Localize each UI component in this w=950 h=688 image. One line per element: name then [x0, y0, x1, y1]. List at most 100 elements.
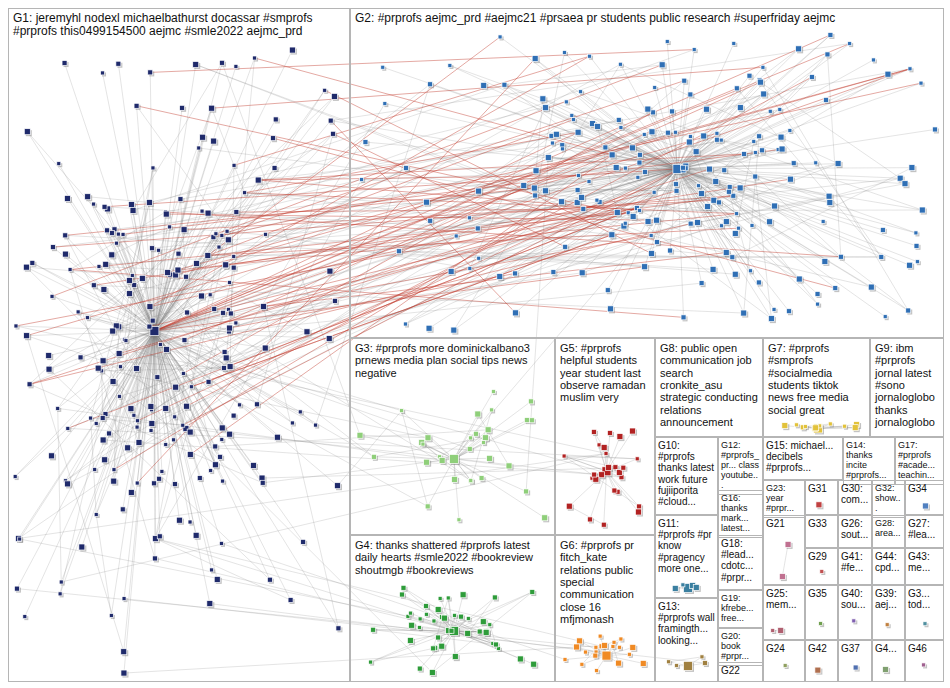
vertex-icon	[94, 421, 98, 425]
vertex-icon	[289, 47, 295, 53]
reciprocated-tie	[154, 44, 849, 331]
vertex-icon	[825, 52, 830, 57]
vertex-icon	[172, 438, 176, 442]
vertex-icon	[102, 457, 108, 463]
vertex-icon	[205, 252, 211, 258]
tie-line	[102, 331, 229, 370]
reciprocated-tie	[150, 50, 694, 73]
vertex-icon	[102, 204, 107, 209]
vertex-icon	[135, 419, 139, 423]
vertex-icon	[23, 615, 27, 619]
vertex-icon	[419, 439, 425, 445]
vertex-icon	[704, 106, 710, 112]
vertex-icon	[220, 60, 225, 65]
tie-line	[607, 431, 633, 471]
reciprocated-tie	[191, 235, 612, 387]
vertex-icon	[130, 274, 134, 278]
vertex-icon	[605, 288, 610, 293]
vertex-icon	[212, 462, 218, 468]
tie-line	[186, 429, 622, 478]
vertex-icon	[906, 308, 911, 313]
tie-line	[17, 589, 596, 648]
tie-line	[154, 234, 265, 331]
tie-line	[154, 138, 273, 331]
vertex-icon	[723, 219, 729, 225]
vertex-icon	[13, 475, 17, 479]
vertex-icon	[228, 311, 233, 316]
vertex-icon	[919, 81, 923, 85]
vertex-icon	[428, 218, 433, 223]
vertex-icon	[107, 431, 112, 436]
vertex-icon	[571, 118, 575, 122]
vertex-icon	[149, 428, 153, 432]
vertex-icon	[209, 469, 213, 473]
tie-line	[49, 331, 155, 356]
vertex-icon	[176, 251, 181, 256]
vertex-icon	[629, 145, 635, 151]
vertex-icon	[135, 425, 139, 429]
vertex-icon	[730, 255, 735, 260]
vertex-icon	[732, 271, 738, 277]
vertex-icon	[109, 613, 113, 617]
vertex-icon	[502, 82, 507, 87]
vertex-icon	[134, 103, 139, 108]
vertex-icon	[124, 339, 128, 343]
vertex-icon	[787, 176, 793, 182]
vertex-icon	[326, 336, 332, 342]
vertex-icon	[223, 262, 229, 268]
reciprocated-tie	[168, 69, 910, 273]
vertex-icon	[485, 427, 491, 433]
vertex-icon	[618, 62, 622, 66]
vertex-icon	[883, 315, 887, 319]
vertex-icon	[221, 479, 225, 483]
vertex-icon	[396, 249, 401, 254]
vertex-icon	[260, 480, 265, 485]
vertex-icon	[919, 207, 925, 213]
vertex-icon	[848, 42, 852, 46]
vertex-icon	[357, 432, 363, 438]
vertex-icon	[907, 262, 913, 268]
vertex-icon	[24, 129, 30, 135]
vertex-icon	[767, 219, 773, 225]
tie-line	[137, 106, 227, 231]
vertex-icon	[778, 134, 784, 140]
reciprocated-tie	[245, 132, 578, 192]
tie-line	[744, 136, 759, 313]
tie-line	[329, 177, 755, 339]
tie-line	[68, 331, 155, 484]
tie-line	[760, 82, 881, 257]
vertex-icon	[579, 90, 583, 94]
vertex-icon	[686, 139, 692, 145]
vertex-icon	[146, 199, 152, 205]
vertex-icon	[68, 268, 72, 272]
vertex-icon	[213, 444, 218, 449]
vertex-icon	[134, 366, 140, 372]
vertex-icon	[117, 394, 121, 398]
vertex-icon	[267, 577, 272, 582]
vertex-icon	[579, 270, 585, 276]
vertex-icon	[383, 102, 387, 106]
vertex-icon	[160, 469, 164, 473]
vertex-icon	[219, 541, 223, 545]
vertex-icon	[630, 213, 636, 219]
vertex-icon	[908, 67, 912, 71]
reciprocated-tie	[255, 58, 613, 155]
tie-line	[123, 234, 154, 331]
vertex-icon	[193, 532, 199, 538]
tie-line	[607, 471, 639, 512]
vertex-icon	[157, 476, 162, 481]
vertex-icon	[688, 221, 693, 226]
tie-line	[236, 50, 694, 213]
tie-line	[717, 140, 778, 150]
vertex-icon	[148, 70, 153, 75]
vertex-icon	[211, 138, 217, 144]
vertex-icon	[692, 48, 696, 52]
vertex-icon	[332, 298, 337, 303]
vertex-icon	[194, 261, 200, 267]
vertex-icon	[238, 403, 242, 407]
reciprocated-tie	[149, 208, 636, 327]
vertex-icon	[232, 163, 236, 167]
vertex-icon	[126, 291, 132, 297]
vertex-icon	[181, 423, 185, 427]
tie-line	[565, 656, 606, 660]
